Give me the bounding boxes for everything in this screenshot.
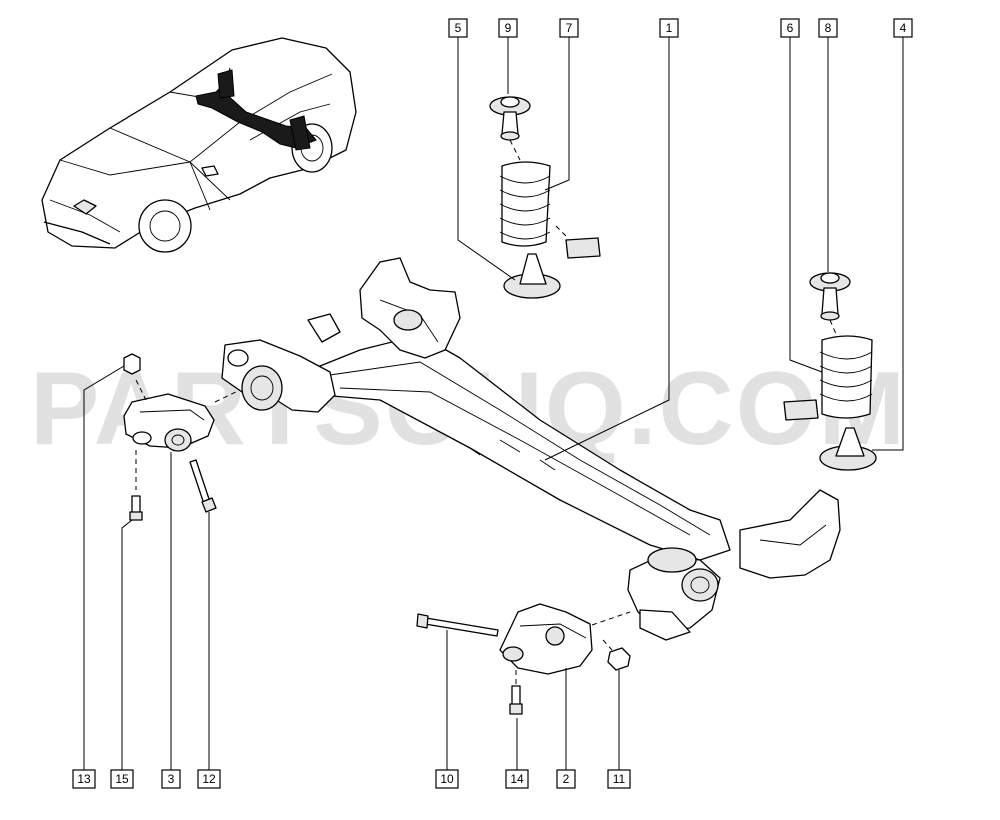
svg-text:8: 8: [825, 21, 832, 35]
label-15: 15: [110, 769, 134, 789]
label-6: 6: [780, 18, 800, 38]
svg-text:13: 13: [77, 772, 91, 786]
nut-13: [123, 353, 141, 375]
svg-text:2: 2: [563, 772, 570, 786]
lubricant-symbol-left: [565, 237, 601, 259]
label-4: 4: [893, 18, 913, 38]
svg-text:9: 9: [505, 21, 512, 35]
svg-text:3: 3: [168, 772, 175, 786]
spring-seat-5: [503, 253, 561, 299]
label-11: 11: [607, 769, 631, 789]
label-12: 12: [197, 769, 221, 789]
mounting-bracket-left: [123, 393, 215, 452]
bump-stop-9: [489, 96, 531, 141]
screw-15: [129, 495, 143, 521]
label-1: 1: [659, 18, 679, 38]
bump-stop-8: [809, 272, 851, 321]
svg-text:1: 1: [666, 21, 673, 35]
screw-14: [509, 685, 523, 715]
svg-text:7: 7: [566, 21, 573, 35]
label-9: 9: [498, 18, 518, 38]
svg-text:15: 15: [115, 772, 129, 786]
svg-text:4: 4: [900, 21, 907, 35]
rear-axle-beam: [221, 257, 841, 641]
nut-11: [607, 647, 631, 671]
label-14: 14: [505, 769, 529, 789]
label-2: 2: [556, 769, 576, 789]
label-5: 5: [448, 18, 468, 38]
svg-text:6: 6: [787, 21, 794, 35]
svg-text:11: 11: [613, 772, 626, 786]
leader-lines: [83, 37, 904, 770]
bolt-10: [416, 613, 499, 637]
label-3: 3: [161, 769, 181, 789]
assembly-lines: [135, 139, 837, 684]
svg-text:14: 14: [510, 772, 524, 786]
svg-text:10: 10: [440, 772, 454, 786]
mounting-bracket-right: [499, 603, 593, 675]
bolt-12: [189, 459, 217, 513]
coil-spring-6: [819, 335, 873, 419]
label-7: 7: [559, 18, 579, 38]
lubricant-symbol-right: [783, 399, 819, 421]
spring-seat-4: [819, 427, 877, 471]
label-10: 10: [435, 769, 459, 789]
svg-text:5: 5: [455, 21, 462, 35]
car-overview-illustration: [41, 37, 357, 253]
svg-text:12: 12: [202, 772, 216, 786]
coil-spring-7: [499, 161, 551, 247]
label-13: 13: [72, 769, 96, 789]
label-8: 8: [818, 18, 838, 38]
